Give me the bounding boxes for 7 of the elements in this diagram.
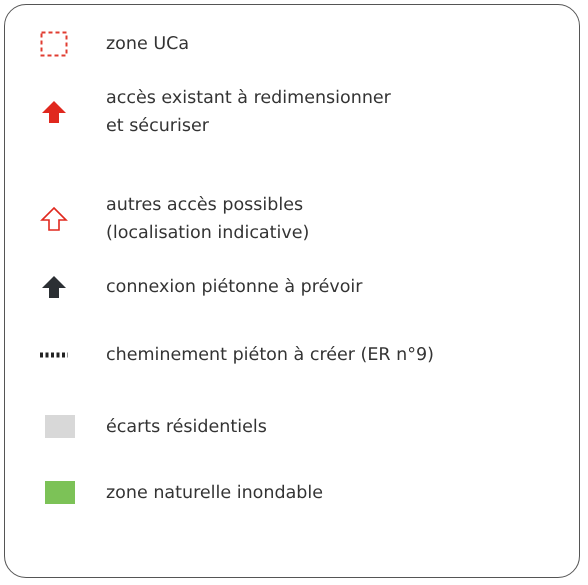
legend-text: cheminement piéton à créer (ER n°9): [106, 344, 435, 367]
legend-text: connexion piétonne à prévoir: [106, 276, 364, 299]
legend-text: zone UCa: [106, 33, 190, 56]
legend-text: autres accès possibles (localisation indicative): [106, 194, 310, 245]
legend-text: accès existant à redimensionner et sécuriser: [106, 87, 392, 138]
legend-text: zone naturelle inondable: [106, 482, 324, 505]
legend-text: écarts résidentiels: [106, 416, 268, 439]
